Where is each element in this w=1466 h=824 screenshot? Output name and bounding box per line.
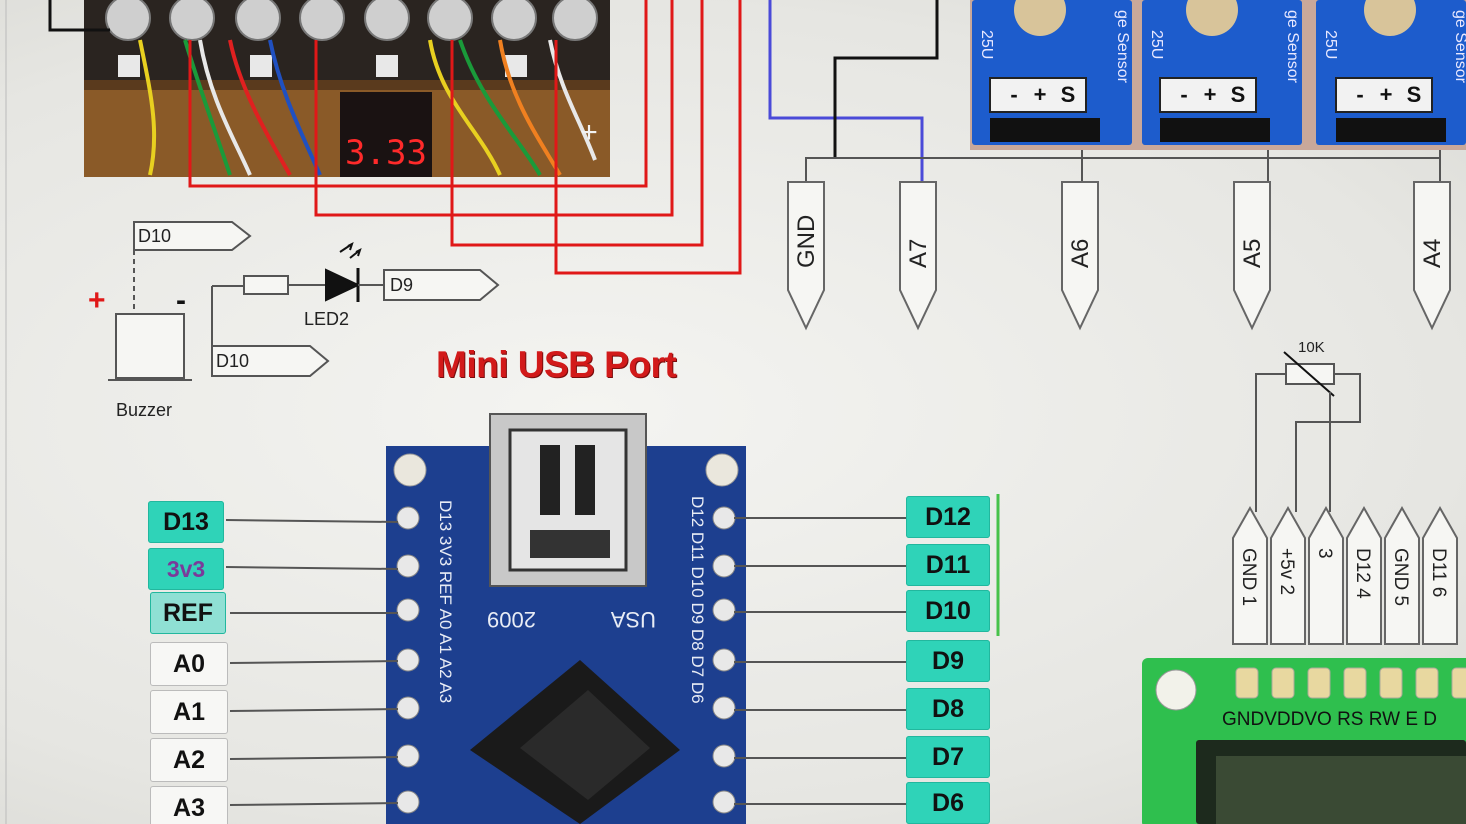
- lcd-flag-label-2: +5v 2: [1276, 548, 1297, 595]
- black-gnd-wire: [833, 0, 939, 158]
- arduino-nano-board: D13 3V3 REF A0 A1 A2 A3 D12 D11 D10 D9 D…: [386, 413, 746, 824]
- sensor1-plus: +: [1034, 82, 1047, 107]
- board-usa: USA: [610, 607, 656, 632]
- lcd-connector-flags: GND 1 +5v 2 3 D12 4 GND 5 D11 6: [1232, 505, 1458, 645]
- lcd-flag-4: [1346, 505, 1382, 645]
- pin-d7: D7: [906, 736, 990, 778]
- lcd-flag-label-5: GND 5: [1390, 548, 1411, 606]
- pin-d11: D11: [906, 544, 990, 586]
- board-year: 2009: [487, 607, 536, 632]
- sensor2-minus: -: [1180, 82, 1187, 107]
- flag-label-gnd: GND: [793, 215, 820, 268]
- buzzer-minus-sign: -: [176, 284, 186, 317]
- red-wires: [188, 0, 742, 275]
- pin-d12: D12: [906, 496, 990, 538]
- buzzer-body: [115, 313, 185, 379]
- pin-a1: A1: [150, 690, 228, 734]
- voltmeter-body: [340, 92, 432, 177]
- d9-flag-label: D9: [390, 275, 413, 295]
- pin-wires: [225, 517, 906, 806]
- terminal-block-photo: 3.33 +: [84, 0, 610, 177]
- potentiometer-circuit: [1255, 351, 1361, 512]
- led-diode: [325, 268, 361, 302]
- flag-a4: [1413, 181, 1451, 331]
- sensor-module-2: [1142, 0, 1302, 145]
- flag-label-a7: A7: [905, 239, 932, 268]
- buzzer-led-circuit: [108, 221, 500, 381]
- resistor: [243, 275, 289, 295]
- sensor-modules: - + S - + S - + S 25U ge Sensor 25U ge S…: [970, 0, 1466, 150]
- d10-flag-bottom-label: D10: [216, 351, 249, 371]
- buzzer-minus-lead: [211, 285, 244, 314]
- board-left-labels: D13 3V3 REF A0 A1 A2 A3: [436, 500, 455, 703]
- lcd-flag-label-1: GND 1: [1238, 548, 1259, 606]
- sensor1-s: S: [1061, 82, 1076, 107]
- pin-a2: A2: [150, 738, 228, 782]
- d9-flag-shape: [383, 269, 500, 301]
- photo-plus-mark: +: [580, 116, 598, 149]
- pin-d9: D9: [906, 640, 990, 682]
- voltmeter-reading: 3.33: [345, 133, 427, 173]
- lcd-flag-label-3: 3: [1314, 548, 1335, 559]
- pin-d10: D10: [906, 590, 990, 632]
- lcd-flag-1: [1232, 505, 1268, 645]
- buzzer-label: Buzzer: [116, 400, 172, 420]
- lcd-flag-label-4: D12 4: [1352, 548, 1373, 599]
- page-title: Mini USB Port: [436, 344, 677, 385]
- sensor3-plus: +: [1380, 82, 1393, 107]
- sensor2-plus: +: [1204, 82, 1217, 107]
- lcd-flag-6: [1422, 505, 1458, 645]
- pin-d13: D13: [148, 501, 224, 543]
- pin-a0: A0: [150, 642, 228, 686]
- flag-a7: [899, 181, 937, 331]
- sensor1-brand: 25U: [978, 30, 995, 59]
- sensor-bus: [805, 157, 1440, 182]
- buzzer-plus-sign: +: [88, 284, 106, 317]
- flag-gnd: [787, 181, 825, 331]
- flag-label-a4: A4: [1419, 239, 1446, 268]
- sensor-module-1: [972, 0, 1132, 145]
- pot-wiper: [1283, 351, 1335, 397]
- board-right-labels: D12 D11 D10 D9 D8 D7 D6: [688, 496, 707, 704]
- sensor2-s: S: [1231, 82, 1246, 107]
- pin-a3: A3: [150, 786, 228, 824]
- top-flags-group: GND A7 A6 A5 A4: [787, 181, 1451, 331]
- sensor1-minus: -: [1010, 82, 1017, 107]
- lcd-flag-2: [1270, 505, 1306, 645]
- blue-wire: [768, 0, 924, 182]
- sensor3-s: S: [1407, 82, 1422, 107]
- pin-d8: D8: [906, 688, 990, 730]
- lcd-flag-label-6: D11 6: [1428, 548, 1449, 597]
- sensor3-minus: -: [1356, 82, 1363, 107]
- lcd-pin-labels: GNDVDDVO RS RW E D: [1222, 709, 1437, 730]
- lcd-flag-5: [1384, 505, 1420, 645]
- sensor2-brand: 25U: [1148, 30, 1165, 59]
- flag-a5: [1233, 181, 1271, 331]
- led-label: LED2: [304, 309, 349, 329]
- lcd-module: GNDVDDVO RS RW E D: [1142, 658, 1466, 824]
- sensor3-name: ge Sensor: [1452, 10, 1466, 84]
- pot-label: 10K: [1298, 339, 1325, 356]
- flag-label-a5: A5: [1239, 239, 1266, 268]
- flag-label-a6: A6: [1067, 239, 1094, 268]
- sensor2-name: ge Sensor: [1284, 10, 1301, 84]
- sensor3-brand: 25U: [1322, 30, 1339, 59]
- pin-3v3: 3v3: [148, 548, 224, 590]
- d10-flag-bottom-shape: [211, 345, 330, 377]
- lcd-flag-3: [1308, 505, 1344, 645]
- sensor1-name: ge Sensor: [1114, 10, 1131, 84]
- flag-a6: [1061, 181, 1099, 331]
- sensor-module-3: [1316, 0, 1466, 145]
- pin-d6: D6: [906, 782, 990, 824]
- d10-flag-top-label: D10: [138, 226, 171, 246]
- pin-ref: REF: [150, 592, 226, 634]
- black-wire-left: [48, 0, 110, 32]
- d10-flag-top-shape: [133, 221, 252, 251]
